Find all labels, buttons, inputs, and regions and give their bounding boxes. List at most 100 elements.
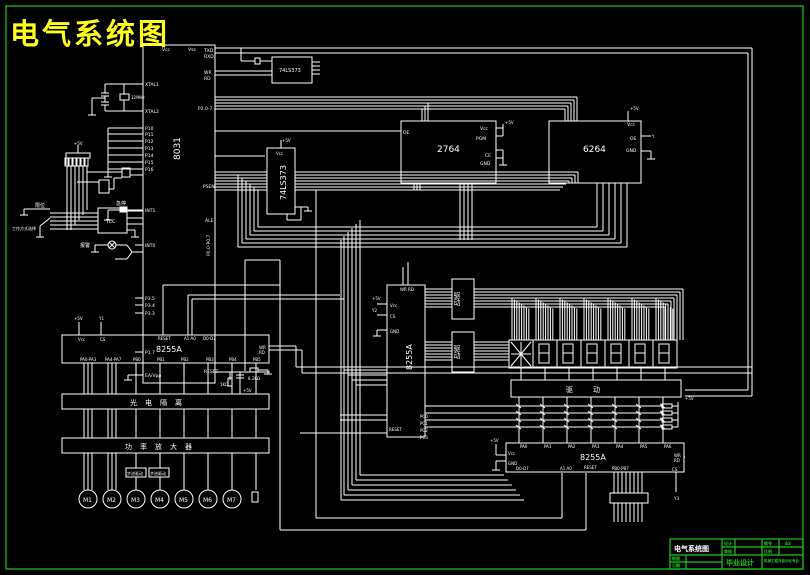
key-switch[interactable]: [635, 410, 642, 416]
key-switch[interactable]: [659, 424, 666, 430]
svg-text:限位: 限位: [35, 202, 45, 209]
key-switch[interactable]: [611, 424, 618, 430]
key-switch[interactable]: [611, 403, 618, 409]
svg-text:CS: CS: [672, 467, 678, 472]
key-switch[interactable]: [563, 410, 570, 416]
svg-text:Vcc: Vcc: [508, 451, 515, 456]
key-switch[interactable]: [563, 417, 570, 423]
key-switch[interactable]: [539, 410, 546, 416]
motor-m3: M3: [126, 489, 146, 509]
svg-text:RD: RD: [259, 350, 265, 355]
svg-text:74LS373: 74LS373: [279, 68, 301, 74]
svg-text:+5V: +5V: [505, 120, 514, 125]
svg-text:P16: P16: [145, 167, 154, 173]
svg-text:INT0: INT0: [145, 243, 155, 249]
key-switch[interactable]: [587, 410, 594, 416]
svg-text:PB3: PB3: [206, 357, 214, 362]
svg-text:RESET: RESET: [158, 336, 171, 341]
svg-text:+5V: +5V: [74, 316, 83, 321]
svg-text:PA5: PA5: [640, 444, 648, 449]
svg-text:WR: WR: [204, 70, 212, 76]
svg-text:PC3: PC3: [420, 435, 428, 440]
svg-text:2764: 2764: [437, 145, 460, 155]
svg-text:RD: RD: [204, 76, 211, 82]
display-digit: [508, 298, 534, 380]
motor-m5: M5: [174, 489, 194, 509]
svg-text:74LS373: 74LS373: [279, 165, 288, 200]
driver-top-block: 驱动: [451, 278, 475, 320]
key-switch[interactable]: [611, 417, 618, 423]
key-switch[interactable]: [611, 410, 618, 416]
key-switch[interactable]: [563, 424, 570, 430]
svg-text:PA3: PA3: [592, 444, 600, 449]
key-switch[interactable]: [587, 417, 594, 423]
address-bus-p2: [215, 96, 578, 157]
latch-74ls373-mid: 74LS373 Vcc +5V: [266, 138, 312, 221]
svg-text:RESET: RESET: [389, 427, 402, 432]
svg-text:CS: CS: [390, 314, 396, 319]
alarm-label: 报警: [80, 242, 90, 249]
key-switch[interactable]: [635, 417, 642, 423]
svg-text:PC1: PC1: [420, 421, 428, 426]
seven-segment-display: [508, 298, 678, 380]
key-switch[interactable]: [635, 424, 642, 430]
display-digit: [556, 298, 582, 380]
svg-text:8255A: 8255A: [156, 345, 182, 354]
key-switch[interactable]: [587, 424, 594, 430]
key-switch[interactable]: [539, 424, 546, 430]
power-amplifier-block: 功率放大器: [61, 437, 270, 454]
svg-text:WR RD: WR RD: [400, 287, 414, 292]
svg-text:PA1: PA1: [544, 444, 552, 449]
key-switch[interactable]: [515, 424, 522, 430]
estop-label: 急停: [116, 200, 126, 207]
keypad-matrix: [425, 397, 679, 443]
key-switch[interactable]: [515, 417, 522, 423]
motor-label: M3: [131, 497, 140, 504]
keypad-supply-label: +5V: [685, 396, 694, 401]
key-switch[interactable]: [635, 403, 642, 409]
supply-5v-label: +5V: [74, 141, 83, 146]
key-switch[interactable]: [659, 403, 666, 409]
key-switch[interactable]: [563, 403, 570, 409]
svg-text:6264: 6264: [583, 145, 606, 155]
svg-text:A1 A0: A1 A0: [184, 336, 196, 341]
key-switch[interactable]: [539, 403, 546, 409]
svg-text:比例: 比例: [764, 548, 772, 554]
key-switch[interactable]: [659, 410, 666, 416]
svg-text:PA2: PA2: [568, 444, 576, 449]
display-digit: [652, 298, 678, 380]
svg-text:8255A: 8255A: [580, 453, 606, 462]
svg-text:设计: 设计: [724, 540, 732, 546]
svg-text:图号: 图号: [764, 540, 772, 546]
key-switch[interactable]: [587, 403, 594, 409]
estop-circuit: [104, 206, 143, 221]
svg-text:PB0: PB0: [133, 357, 141, 362]
svg-text:PB0-PB7: PB0-PB7: [612, 466, 629, 471]
svg-text:P15: P15: [145, 160, 154, 166]
output-buffer: [609, 472, 649, 522]
svg-text:工作方式选择: 工作方式选择: [12, 225, 36, 231]
key-switch[interactable]: [515, 410, 522, 416]
key-switch[interactable]: [659, 417, 666, 423]
motor-label: M2: [107, 497, 116, 504]
svg-text:Vcc: Vcc: [276, 151, 283, 156]
svg-text:Vcc: Vcc: [480, 126, 489, 132]
mcu-label: 8031: [173, 137, 183, 160]
svg-text:功率放大器: 功率放大器: [125, 442, 200, 451]
svg-text:PC0: PC0: [420, 414, 428, 419]
svg-text:P1.7: P1.7: [145, 350, 155, 356]
output-lines: [83, 363, 257, 490]
motor-label: M4: [155, 497, 164, 504]
display-digit: [532, 298, 558, 380]
svg-text:PB5: PB5: [253, 357, 261, 362]
key-switch[interactable]: [515, 403, 522, 409]
svg-text:CS: CS: [100, 337, 106, 342]
crystal-circuit: [88, 83, 143, 116]
svg-text:P13: P13: [145, 146, 154, 152]
key-switch[interactable]: [539, 417, 546, 423]
